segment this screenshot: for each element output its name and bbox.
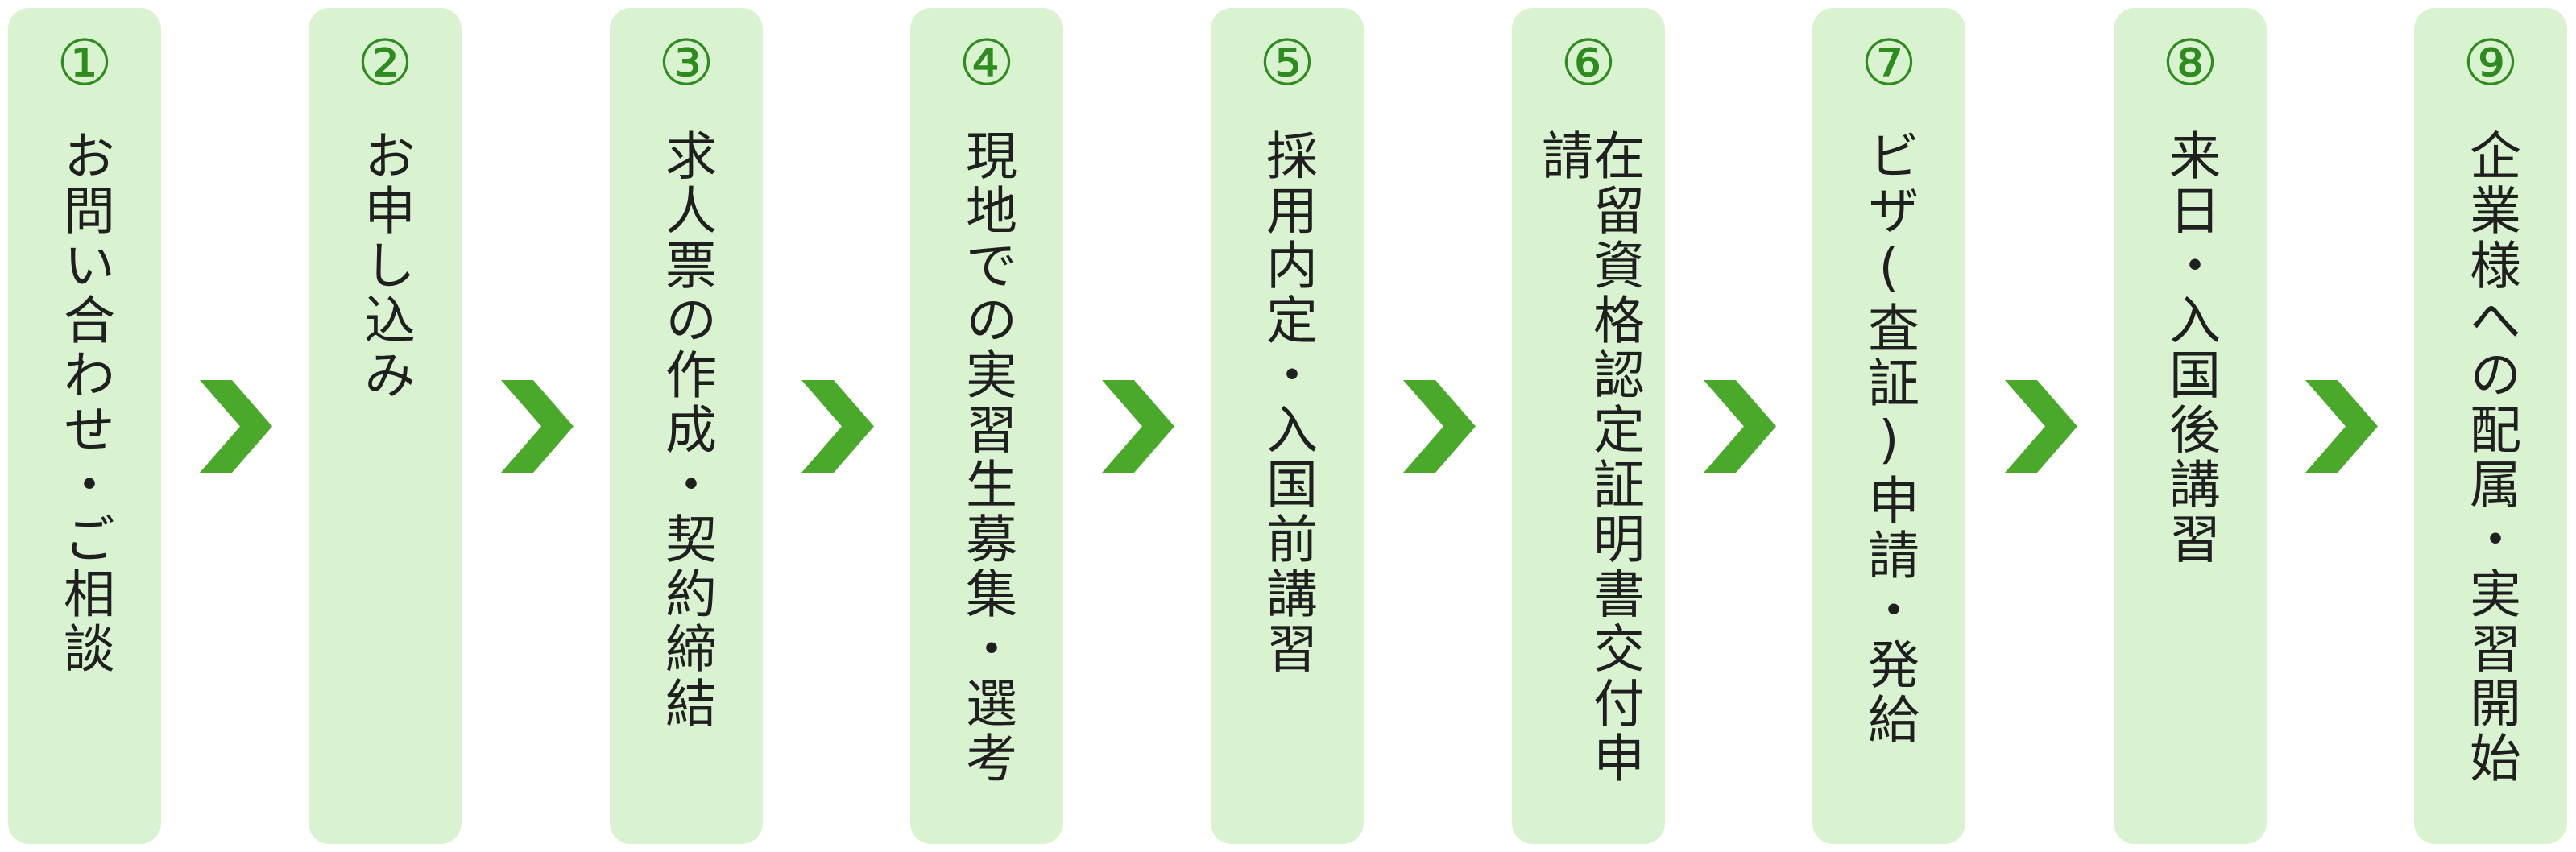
step-box-7: ⑦ ビザ(査証)申請・発給 bbox=[1812, 8, 1965, 844]
step-label-7: ビザ(査証)申請・発給 bbox=[1859, 129, 1919, 747]
step-number-8: ⑧ bbox=[2162, 27, 2218, 100]
step-label-6: 在留資格認定証明書交付申請 bbox=[1533, 129, 1644, 786]
chevron-right-icon bbox=[1704, 380, 1776, 473]
step-label-container-3: 求人票の作成・契約締結 bbox=[610, 129, 763, 829]
step-label-container-4: 現地での実習生募集・選考 bbox=[910, 129, 1063, 829]
step-number-3: ③ bbox=[658, 27, 714, 100]
chevron-right-icon bbox=[2005, 380, 2077, 473]
step-box-2: ② お申し込み bbox=[309, 8, 462, 844]
step-label-container-2: お申し込み bbox=[309, 129, 462, 829]
step-number-9: ⑨ bbox=[2462, 27, 2519, 100]
step-label-1: お問い合わせ・ご相談 bbox=[55, 129, 114, 676]
step-number-1: ① bbox=[56, 27, 113, 100]
step-label-2: お申し込み bbox=[355, 129, 415, 403]
step-label-container-7: ビザ(査証)申請・発給 bbox=[1812, 129, 1965, 829]
step-number-7: ⑦ bbox=[1861, 27, 1917, 100]
step-box-1: ① お問い合わせ・ご相談 bbox=[8, 8, 161, 844]
step-label-8: 来日・入国後講習 bbox=[2160, 129, 2220, 567]
chevron-right-icon bbox=[1102, 380, 1174, 473]
step-box-3: ③ 求人票の作成・契約締結 bbox=[610, 8, 763, 844]
step-box-6: ⑥ 在留資格認定証明書交付申請 bbox=[1512, 8, 1665, 844]
step-box-4: ④ 現地での実習生募集・選考 bbox=[910, 8, 1063, 844]
chevron-right-icon bbox=[801, 380, 874, 473]
step-number-2: ② bbox=[357, 27, 413, 100]
chevron-right-icon bbox=[2305, 380, 2378, 473]
chevron-right-icon bbox=[1403, 380, 1476, 473]
step-label-5: 採用内定・入国前講習 bbox=[1257, 129, 1317, 676]
step-label-container-6: 在留資格認定証明書交付申請 bbox=[1512, 129, 1665, 829]
chevron-right-icon bbox=[200, 380, 272, 473]
step-box-8: ⑧ 来日・入国後講習 bbox=[2114, 8, 2267, 844]
step-label-container-5: 採用内定・入国前講習 bbox=[1211, 129, 1364, 829]
step-label-container-1: お問い合わせ・ご相談 bbox=[8, 129, 161, 829]
step-number-4: ④ bbox=[959, 27, 1015, 100]
step-label-3: 求人票の作成・契約締結 bbox=[656, 129, 716, 731]
step-label-container-8: 来日・入国後講習 bbox=[2114, 129, 2267, 829]
step-label-9: 企業様への配属・実習開始 bbox=[2461, 129, 2520, 786]
step-label-4: 現地での実習生募集・選考 bbox=[957, 129, 1017, 786]
step-number-5: ⑤ bbox=[1259, 27, 1315, 100]
chevron-right-icon bbox=[501, 380, 574, 473]
step-box-5: ⑤ 採用内定・入国前講習 bbox=[1211, 8, 1364, 844]
step-box-9: ⑨ 企業様への配属・実習開始 bbox=[2414, 8, 2567, 844]
step-label-container-9: 企業様への配属・実習開始 bbox=[2414, 129, 2567, 829]
step-number-6: ⑥ bbox=[1560, 27, 1617, 100]
